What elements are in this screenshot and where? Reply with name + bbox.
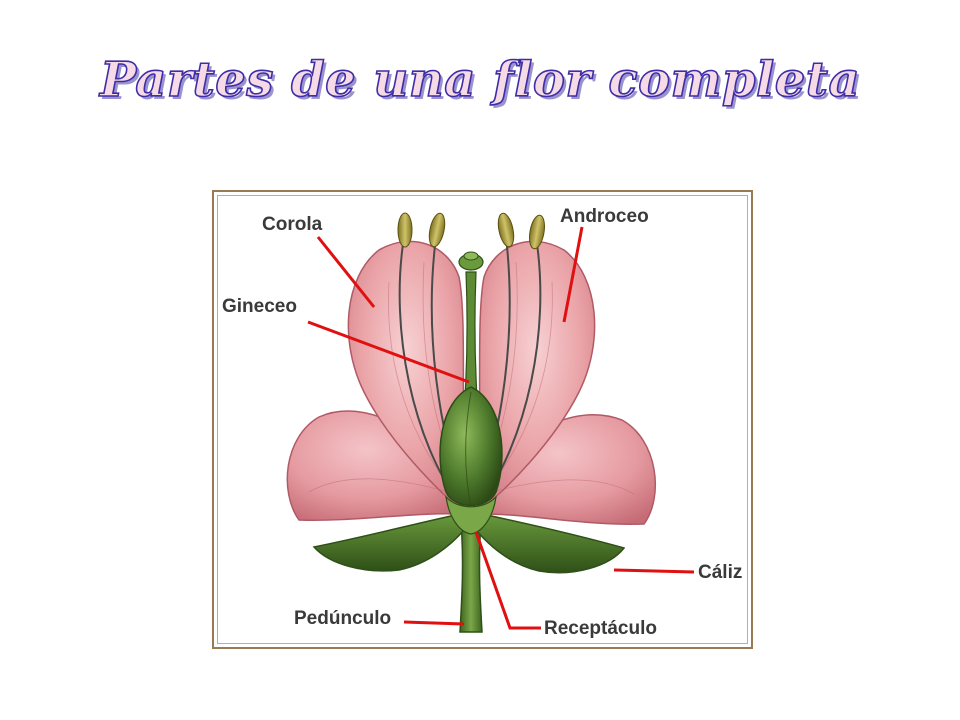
label-pedunculo: Pedúnculo bbox=[294, 608, 391, 629]
leader-receptaculo bbox=[474, 531, 541, 630]
label-gineceo: Gineceo bbox=[222, 296, 297, 317]
label-corola: Corola bbox=[262, 214, 323, 235]
flower-diagram-frame: Corola Androceo Gineceo Cáliz Pedúnculo … bbox=[212, 190, 753, 649]
slide-title: Partes de una flor completa bbox=[99, 51, 861, 109]
label-receptaculo: Receptáculo bbox=[544, 618, 657, 639]
peduncle-stem bbox=[459, 521, 483, 633]
leader-lines bbox=[307, 226, 695, 630]
anther-1 bbox=[397, 212, 413, 248]
pistil-style bbox=[464, 271, 478, 398]
anther-4 bbox=[529, 214, 545, 250]
sepal-left bbox=[312, 513, 465, 572]
sepal-right bbox=[475, 513, 626, 574]
leader-gineceo bbox=[307, 320, 470, 384]
anther-3 bbox=[497, 212, 515, 248]
leader-androceo bbox=[562, 226, 584, 323]
leader-pedunculo bbox=[403, 620, 465, 626]
receptacle bbox=[445, 495, 497, 535]
leader-caliz bbox=[613, 568, 695, 574]
flower-diagram: Corola Androceo Gineceo Cáliz Pedúnculo … bbox=[222, 206, 742, 639]
anther-2 bbox=[428, 212, 446, 248]
leader-corola bbox=[316, 236, 376, 308]
label-androceo: Androceo bbox=[560, 206, 649, 227]
label-caliz: Cáliz bbox=[698, 562, 742, 583]
